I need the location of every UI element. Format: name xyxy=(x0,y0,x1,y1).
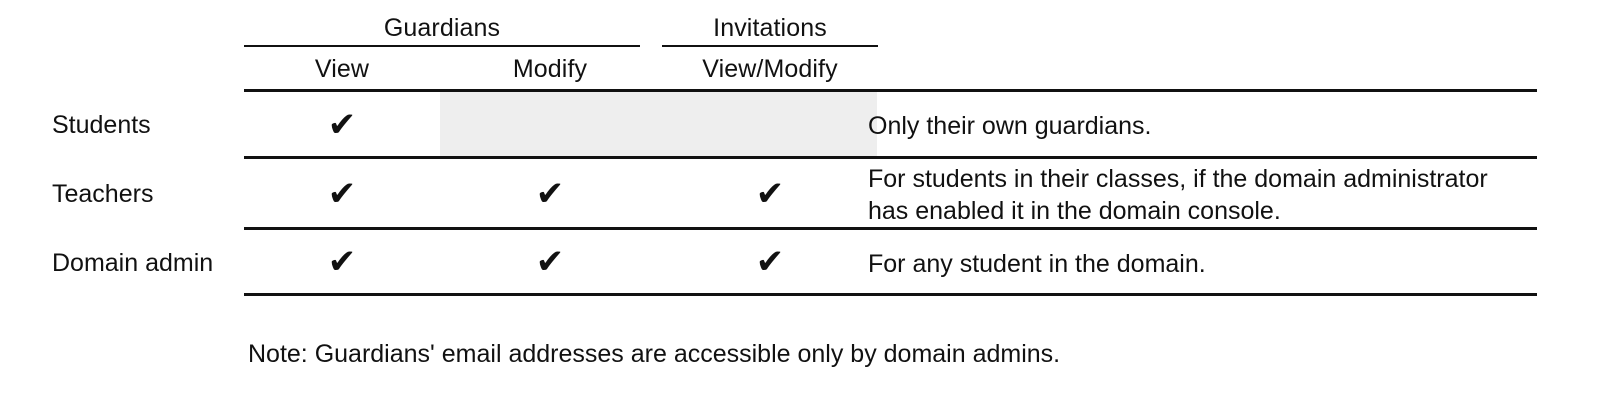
table-rule-after-students xyxy=(244,156,1537,159)
cell-teachers-guardians-view: ✔ xyxy=(327,174,357,214)
cell-students-notes: Only their own guardians. xyxy=(868,112,1152,140)
cell-domain-admin-notes: For any student in the domain. xyxy=(868,250,1206,278)
column-header-view-modify: View/Modify xyxy=(702,55,838,83)
cell-shade-students-modify-invitations xyxy=(440,92,877,156)
column-header-modify: Modify xyxy=(512,55,588,83)
cell-teachers-guardians-modify: ✔ xyxy=(535,174,565,214)
column-header-view: View xyxy=(314,55,370,83)
row-label-domain-admin: Domain admin xyxy=(52,249,214,277)
table-rule-after-teachers xyxy=(244,227,1537,230)
cell-teachers-invitations-view-modify: ✔ xyxy=(755,174,785,214)
table-rule-header-bottom xyxy=(244,89,1537,92)
cell-teachers-notes: For students in their classes, if the do… xyxy=(868,165,1488,225)
group-rule-guardians xyxy=(244,45,640,47)
group-rule-invitations xyxy=(662,45,878,47)
cell-students-guardians-view: ✔ xyxy=(327,105,357,145)
column-group-invitations: Invitations xyxy=(713,14,827,42)
table-rule-bottom xyxy=(244,293,1537,296)
row-label-students: Students xyxy=(52,111,151,139)
table-footnote: Note: Guardians' email addresses are acc… xyxy=(248,340,1061,368)
cell-domain-admin-guardians-view: ✔ xyxy=(327,242,357,282)
column-group-guardians: Guardians xyxy=(383,14,501,42)
row-label-teachers: Teachers xyxy=(52,180,154,208)
cell-domain-admin-guardians-modify: ✔ xyxy=(535,242,565,282)
cell-domain-admin-invitations-view-modify: ✔ xyxy=(755,242,785,282)
